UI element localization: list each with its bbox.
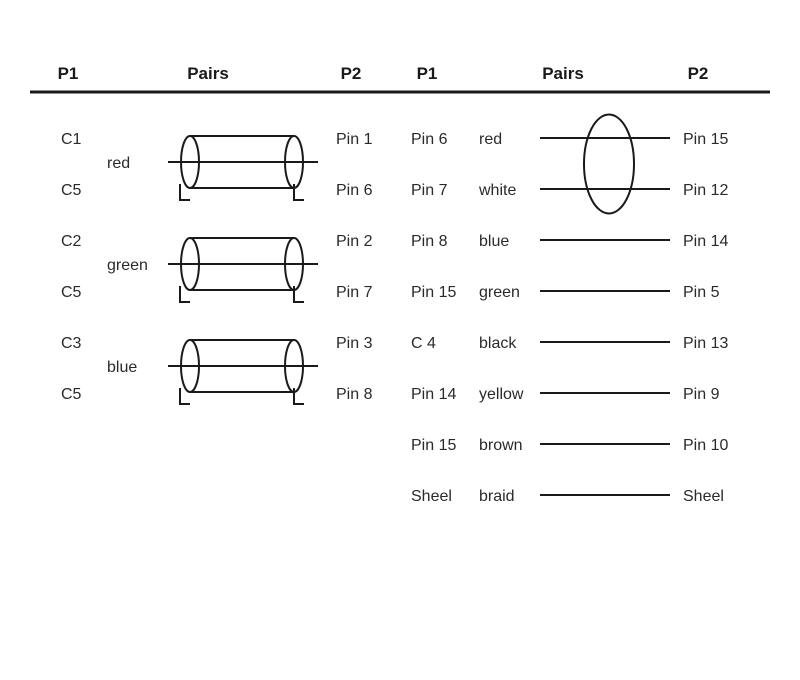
right-pair-label: blue (479, 233, 509, 250)
right-pair-label: brown (479, 437, 523, 454)
right-p1: Pin 8 (411, 233, 448, 250)
twisted-pair-loop-icon (583, 113, 635, 215)
header-left-pairs: Pairs (187, 64, 229, 83)
right-p1: Pin 6 (411, 131, 448, 148)
left-p2-bottom: Pin 6 (336, 182, 373, 199)
right-p1: Pin 14 (411, 386, 456, 403)
right-p2: Pin 5 (683, 284, 720, 301)
right-p1: Pin 15 (411, 284, 456, 301)
header-right-p1: P1 (417, 64, 438, 83)
left-p2-bottom: Pin 8 (336, 386, 373, 403)
right-p2: Pin 9 (683, 386, 720, 403)
header-left-p2: P2 (341, 64, 362, 83)
right-pair-label: green (479, 284, 520, 301)
right-row-4: Pin 15 green Pin 5 (411, 284, 720, 301)
right-pair-label: braid (479, 488, 515, 505)
left-p2-top: Pin 2 (336, 233, 373, 250)
left-pair-label: red (107, 155, 130, 172)
left-pair-label: green (107, 257, 148, 274)
right-pair-label: red (479, 131, 502, 148)
left-p2-top: Pin 3 (336, 335, 373, 352)
right-row-5: C 4 black Pin 13 (411, 335, 728, 352)
right-row-3: Pin 8 blue Pin 14 (411, 233, 728, 250)
right-pair-label: yellow (479, 386, 524, 403)
shielded-cable-icon (168, 339, 318, 405)
right-pair-label: white (478, 182, 516, 199)
left-p2-top: Pin 1 (336, 131, 373, 148)
right-p2: Pin 10 (683, 437, 728, 454)
right-p1: Sheel (411, 488, 452, 505)
right-p1: C 4 (411, 335, 436, 352)
right-p2: Pin 12 (683, 182, 728, 199)
header-right-pairs: Pairs (542, 64, 584, 83)
right-row-6: Pin 14 yellow Pin 9 (411, 386, 720, 403)
right-p1: Pin 7 (411, 182, 448, 199)
left-p1-top: C2 (61, 233, 82, 250)
left-p1-bottom: C5 (61, 284, 82, 301)
left-p1-top: C3 (61, 335, 82, 352)
right-row-8: Sheel braid Sheel (411, 488, 724, 505)
left-p1-bottom: C5 (61, 182, 82, 199)
header-right-p2: P2 (688, 64, 709, 83)
left-pair-label: blue (107, 359, 137, 376)
right-p2: Pin 13 (683, 335, 728, 352)
shielded-cable-icon (168, 237, 318, 303)
right-p2: Sheel (683, 488, 724, 505)
left-p2-bottom: Pin 7 (336, 284, 373, 301)
header-left-p1: P1 (58, 64, 79, 83)
right-p2: Pin 15 (683, 131, 728, 148)
right-p1: Pin 15 (411, 437, 456, 454)
left-p1-bottom: C5 (61, 386, 82, 403)
right-p2: Pin 14 (683, 233, 728, 250)
left-p1-top: C1 (61, 131, 82, 148)
right-row-2: Pin 7 white Pin 12 (411, 182, 728, 199)
shielded-cable-icon (168, 135, 318, 201)
right-pair-label: black (479, 335, 517, 352)
right-row-1: Pin 6 red Pin 15 (411, 131, 728, 148)
right-row-7: Pin 15 brown Pin 10 (411, 437, 728, 454)
